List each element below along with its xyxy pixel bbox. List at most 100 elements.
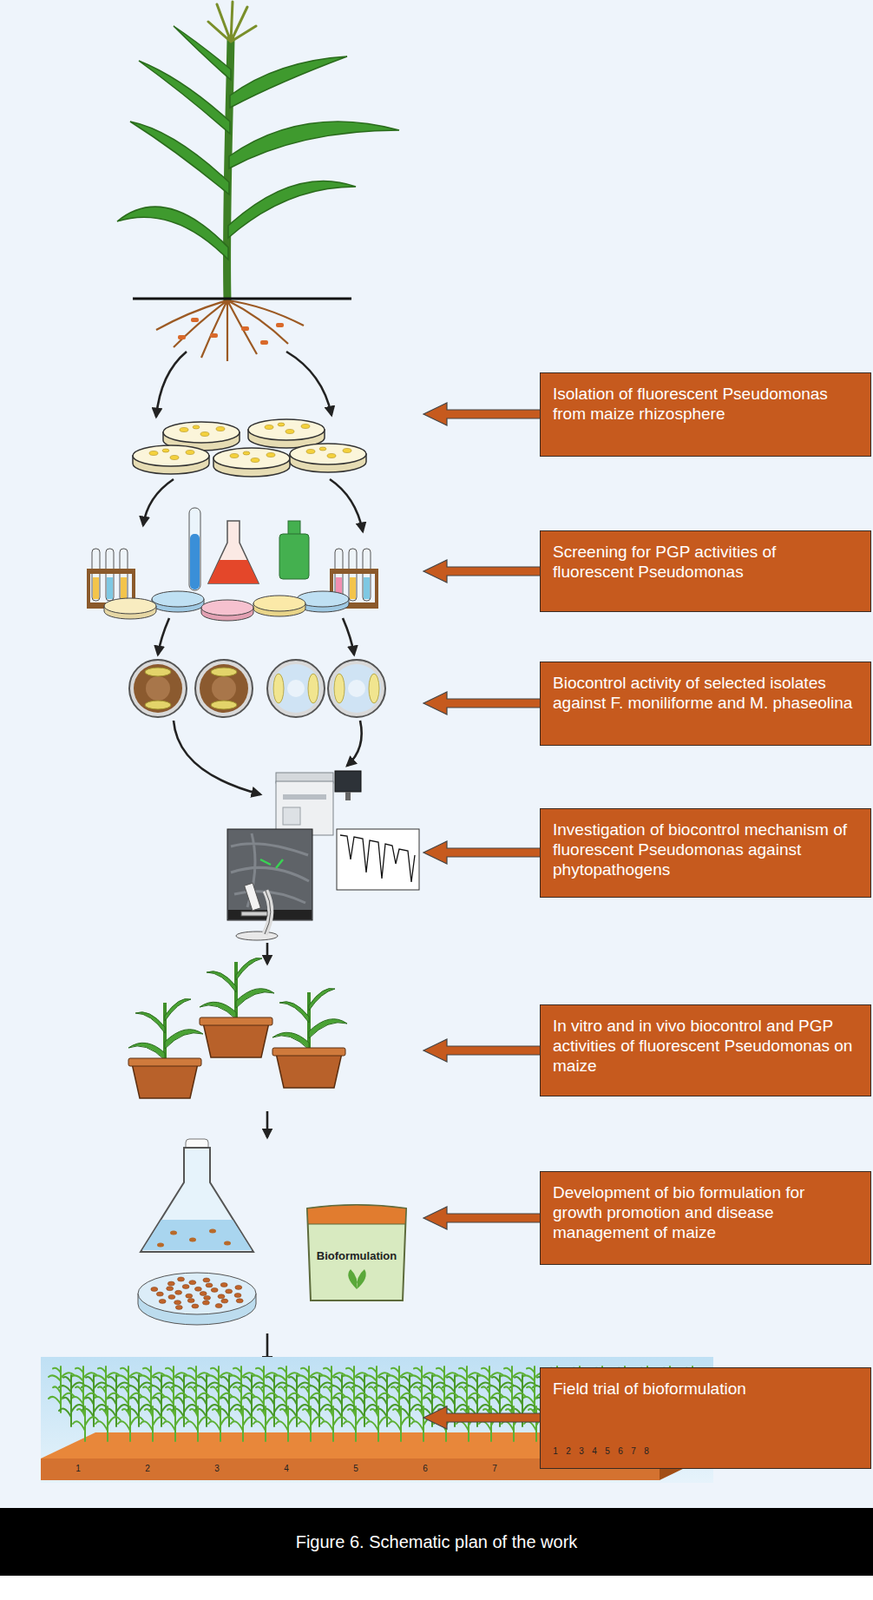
flow-arrow <box>329 479 363 532</box>
pointer-arrow <box>423 1206 541 1229</box>
maize-plant <box>117 1 400 301</box>
field-plants <box>72 1405 99 1441</box>
seed-dish <box>215 1303 223 1308</box>
process-box: Field trial of bioformulation <box>539 1366 872 1469</box>
field-plants <box>208 1405 234 1441</box>
seed-dish <box>174 1299 182 1305</box>
maize-plant <box>130 121 230 195</box>
spectrum-chart <box>340 834 415 882</box>
field-plants <box>275 1405 302 1441</box>
petri-dishes <box>289 443 367 473</box>
seed-dish <box>137 1272 256 1325</box>
analysis-instrument <box>334 770 362 792</box>
pointer-arrow <box>423 559 541 583</box>
seed-dish <box>235 1284 243 1289</box>
bioformulation-bag <box>307 1204 407 1300</box>
dual-culture-plates <box>129 659 187 717</box>
field-plants <box>366 1405 392 1441</box>
maize-plant <box>117 206 229 260</box>
page-margin <box>0 1575 873 1600</box>
flask <box>223 1240 231 1246</box>
seed-dish <box>194 1286 202 1291</box>
lab-glassware <box>201 599 254 616</box>
lab-glassware <box>288 520 301 535</box>
seed-dish <box>175 1289 183 1294</box>
field-plants <box>95 1405 121 1441</box>
process-box: Screening for PGP activities of fluoresc… <box>539 530 872 612</box>
field-plants <box>501 1405 527 1441</box>
lab-glassware <box>106 577 113 599</box>
seed-dish <box>217 1293 225 1299</box>
dual-culture-plates <box>195 659 253 717</box>
pointer-arrow <box>423 402 541 1429</box>
lab-glassware <box>208 520 259 584</box>
lab-glassware <box>92 577 99 599</box>
flow-arrow <box>347 720 362 766</box>
ground-line <box>132 297 352 301</box>
plot-number: 7 <box>492 1463 498 1473</box>
lab-glassware <box>279 533 309 579</box>
potted-maize <box>128 957 348 1098</box>
plot-number: 4 <box>591 1446 598 1456</box>
figure-caption: Figure 6. Schematic plan of the work <box>0 1507 873 1576</box>
microscope <box>236 882 278 940</box>
flask <box>189 1237 197 1242</box>
seed-dish <box>205 1282 213 1287</box>
seed-dish <box>220 1282 228 1287</box>
plot-number: 8 <box>643 1446 650 1456</box>
lab-glassware <box>151 590 204 607</box>
petri-dishes <box>132 419 367 477</box>
seed-dish <box>191 1303 199 1308</box>
flow-arrow <box>266 1110 270 1137</box>
seed-dish <box>234 1293 242 1298</box>
roots <box>275 322 284 328</box>
seed-dish <box>199 1291 207 1296</box>
potted-maize <box>272 987 348 1088</box>
petri-dishes <box>213 447 290 477</box>
petri-dishes <box>132 445 210 474</box>
process-box: In vitro and in vivo biocontrol and PGP … <box>539 1004 872 1097</box>
lab-glassware <box>86 568 136 574</box>
pointer-arrow <box>423 1038 541 1062</box>
field-plants <box>456 1405 482 1441</box>
lab-glassware <box>329 568 379 574</box>
flask <box>142 1219 252 1250</box>
box-text: Isolation of fluorescent Pseudomonas fro… <box>552 383 859 424</box>
box-text: Biocontrol activity of selected isolates… <box>552 672 859 713</box>
lab-glassware <box>86 568 91 609</box>
lab-glassware <box>190 533 200 590</box>
lab-glassware <box>348 548 357 601</box>
roots <box>190 317 199 322</box>
plot-number: 2 <box>565 1446 572 1456</box>
petri-dishes <box>248 419 325 448</box>
pointer-arrow <box>423 1405 541 1429</box>
field-plants <box>321 1405 347 1441</box>
plot-number: 5 <box>604 1446 611 1456</box>
roots <box>210 333 218 338</box>
field-plants <box>59 1394 85 1426</box>
roots <box>260 340 269 345</box>
microscope <box>241 911 268 916</box>
dual-culture-plates <box>129 659 386 717</box>
maize-plant <box>229 121 400 169</box>
seed-dish <box>177 1276 185 1281</box>
flow-arrow <box>143 479 174 526</box>
maize-plant <box>173 26 231 80</box>
field-plants <box>140 1405 166 1441</box>
flask <box>170 1230 178 1235</box>
box-text: Development of bio formulation for growt… <box>552 1181 859 1243</box>
box-text: Investigation of biocontrol mechanism of… <box>552 819 859 880</box>
lab-glassware <box>120 577 127 599</box>
seed-dish <box>150 1286 158 1292</box>
analysis-instrument <box>275 770 362 835</box>
plot-number: 3 <box>578 1446 585 1456</box>
plot-number: 2 <box>144 1463 151 1473</box>
process-box: Isolation of fluorescent Pseudomonas fro… <box>539 372 872 457</box>
flow-arrow <box>266 942 270 964</box>
field-plants <box>343 1405 369 1441</box>
seed-dish <box>137 1272 256 1314</box>
field-plants <box>253 1405 279 1441</box>
seed-dish <box>168 1293 176 1299</box>
lab-glassware <box>362 548 371 601</box>
